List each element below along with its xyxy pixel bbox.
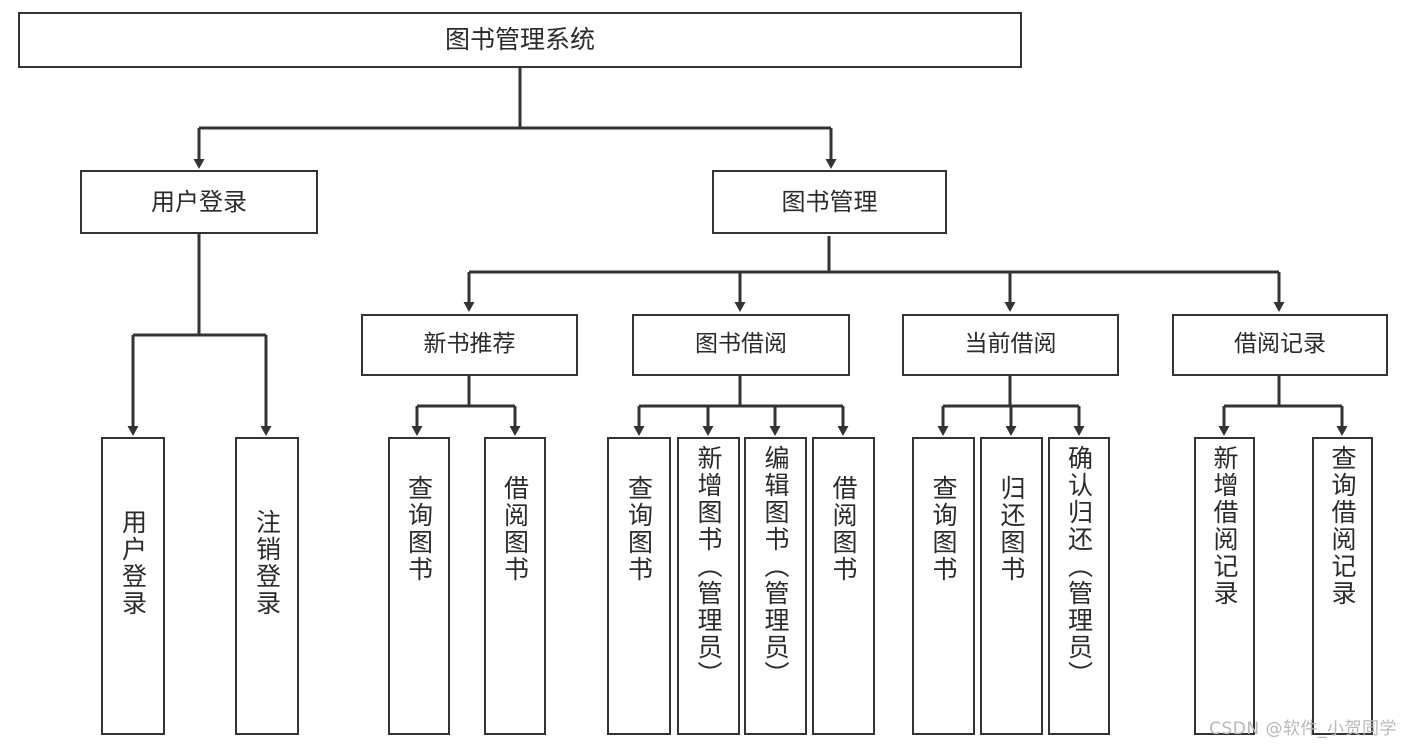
node-label: 新增图书（管理员） <box>694 445 723 688</box>
node-label: 确认归还（管理员） <box>1064 445 1094 688</box>
node-label: 查询图书 <box>404 475 434 583</box>
leaf-edit-book-admin[interactable]: 编辑图书（管理员） <box>744 437 807 735</box>
node-user-login[interactable]: 用户登录 <box>80 170 318 234</box>
node-label: 注销登录 <box>252 509 282 617</box>
leaf-add-book-admin[interactable]: 新增图书（管理员） <box>677 437 740 735</box>
csdn-watermark: CSDN @软件_小贺同学 <box>1209 719 1397 739</box>
node-label: 图书借阅 <box>695 331 787 358</box>
leaf-query-book-recommend[interactable]: 查询图书 <box>388 437 450 735</box>
node-label: 查询图书 <box>929 475 958 583</box>
node-label: 新增借阅记录 <box>1210 445 1239 607</box>
node-label: 用户登录 <box>151 187 247 216</box>
leaf-user-logout[interactable]: 注销登录 <box>235 437 299 735</box>
node-label: 查询图书 <box>624 475 654 583</box>
node-current-borrow[interactable]: 当前借阅 <box>902 314 1119 376</box>
node-label: 图书管理 <box>781 187 878 216</box>
node-borrow-record[interactable]: 借阅记录 <box>1172 314 1388 376</box>
node-book-borrow[interactable]: 图书借阅 <box>632 314 850 376</box>
leaf-user-login[interactable]: 用户登录 <box>101 437 165 735</box>
node-label: 图书管理系统 <box>444 25 595 55</box>
node-label: 归还图书 <box>997 475 1026 583</box>
node-label: 借阅图书 <box>829 475 858 583</box>
leaf-borrow-book-recommend[interactable]: 借阅图书 <box>484 437 546 735</box>
node-book-management[interactable]: 图书管理 <box>712 170 947 234</box>
node-label: 借阅图书 <box>500 475 530 583</box>
leaf-add-borrow-record[interactable]: 新增借阅记录 <box>1194 437 1255 735</box>
node-label: 编辑图书（管理员） <box>761 445 790 688</box>
leaf-confirm-return-admin[interactable]: 确认归还（管理员） <box>1048 437 1110 735</box>
node-new-book-recommend[interactable]: 新书推荐 <box>361 314 578 376</box>
node-label: 借阅记录 <box>1234 331 1326 358</box>
leaf-query-borrow-record[interactable]: 查询借阅记录 <box>1312 437 1373 735</box>
node-root-system[interactable]: 图书管理系统 <box>18 12 1022 68</box>
leaf-query-book-current[interactable]: 查询图书 <box>912 437 975 735</box>
leaf-query-book-borrow[interactable]: 查询图书 <box>607 437 671 735</box>
node-label: 查询借阅记录 <box>1328 445 1357 607</box>
node-label: 当前借阅 <box>964 331 1057 358</box>
node-label: 新书推荐 <box>423 331 516 358</box>
node-label: 用户登录 <box>118 509 148 617</box>
leaf-return-book[interactable]: 归还图书 <box>980 437 1043 735</box>
leaf-borrow-book[interactable]: 借阅图书 <box>812 437 875 735</box>
